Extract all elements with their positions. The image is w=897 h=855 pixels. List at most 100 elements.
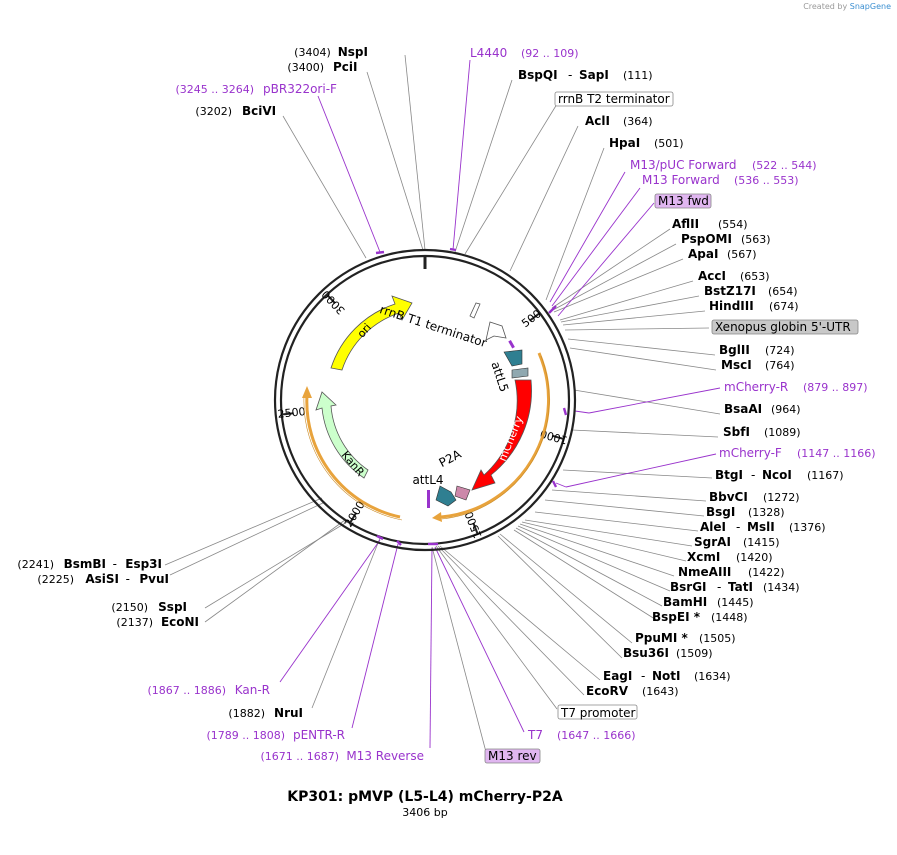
feature-xenopus-utr: [511, 367, 529, 379]
tick-mark-2500: [281, 412, 294, 416]
tick-mark-1500: [472, 522, 479, 535]
label-box-m13-rev: [484, 748, 541, 764]
primer-binding-marks: [375, 247, 568, 546]
label-alei: AleI: [700, 520, 726, 534]
label-noti-pos: (1634): [694, 670, 731, 683]
label-acli-pos: (364): [623, 115, 653, 128]
feature-label-attl4: attL4: [412, 473, 443, 487]
label-m13puc-pos: (522 .. 544): [752, 159, 817, 172]
label-mcherry-r: mCherry-R: [724, 380, 788, 394]
plasmid-title: KP301: pMVP (L5-L4) mCherry-P2A: [287, 789, 563, 805]
svg-text:-: -: [568, 68, 572, 82]
label-bsrgi: BsrGI: [670, 580, 707, 594]
svg-text:-: -: [736, 520, 740, 534]
plasmid-size: 3406 bp: [402, 806, 448, 819]
label-nmeaiii: NmeAIII: [678, 565, 731, 579]
label-ncoi-pos: (1167): [807, 469, 844, 482]
label-ppumi: PpuMI *: [635, 631, 689, 645]
label-asisi-pos: (2225): [37, 573, 74, 586]
label-m13-fwd: M13 fwd: [658, 194, 709, 208]
label-aflii-pos: (554): [718, 218, 748, 231]
label-bsu36i: Bsu36I: [623, 646, 669, 660]
label-m13-forward-pos: (536 .. 553): [734, 174, 799, 187]
label-econi: EcoNI: [161, 615, 199, 629]
label-msci: MscI: [721, 358, 752, 372]
label-bsu36i-pos: (1509): [676, 647, 713, 660]
orf-arc-mcherry: [440, 352, 550, 519]
label-mcherry-f: mCherry-F: [719, 446, 782, 460]
label-t7-promoter: T7 promoter: [560, 706, 636, 720]
feature-p2a: [454, 485, 471, 501]
enzyme-leader-lines: [164, 54, 721, 753]
label-msci-pos: (764): [765, 359, 795, 372]
backbone-outer-ring: [273, 248, 577, 552]
snapgene-credit: Created by SnapGene: [803, 2, 891, 11]
label-aflii: AflII: [672, 217, 699, 231]
label-pspomi-pos: (563): [741, 233, 771, 246]
svg-text:-: -: [126, 572, 130, 586]
label-bsmbi-pos: (2241): [17, 558, 54, 571]
label-sgrai-pos: (1415): [743, 536, 780, 549]
label-acli: AclI: [585, 114, 610, 128]
feature-rrnb-t2-arrow: [469, 302, 481, 319]
tick-label-3000: 3000: [319, 288, 348, 317]
svg-text:-: -: [717, 580, 721, 594]
label-xenopus-utr: Xenopus globin 5'-UTR: [715, 320, 851, 334]
label-hindiii-pos: (674): [769, 300, 799, 313]
label-box-t7-promoter: [557, 704, 638, 720]
label-sbfi: SbfI: [723, 425, 750, 439]
label-m13-forward: M13 Forward: [642, 173, 720, 187]
label-pbr322ori-f: pBR322ori-F: [263, 82, 337, 96]
label-l4440: L4440: [470, 46, 507, 60]
tick-label-2500: 2500: [277, 405, 306, 421]
label-esp3i: Esp3I: [125, 557, 162, 571]
label-eagi: EagI: [603, 669, 632, 683]
label-msli: MslI: [747, 520, 775, 534]
label-asisi: AsiSI: [85, 572, 119, 586]
label-ppumi-pos: (1505): [699, 632, 736, 645]
label-m13-reverse-pos: (1671 .. 1687): [260, 750, 339, 763]
label-pentr-r-pos: (1789 .. 1808): [206, 729, 285, 742]
feature-attl4-arrow: [435, 485, 457, 507]
label-ecorv: EcoRV: [586, 684, 629, 698]
label-m13-rev: M13 rev: [488, 749, 537, 763]
label-nrui-pos: (1882): [228, 707, 265, 720]
label-msli-pos: (1376): [789, 521, 826, 534]
label-bspei-pos: (1448): [711, 611, 748, 624]
orf-arc-kanr-arrowhead: [302, 386, 312, 398]
label-bcivi: BciVI: [242, 104, 276, 118]
site-labels: (3404)NspI (3400) PciI (3245 .. 3264) pB…: [17, 45, 875, 763]
tick-mark-2000: [349, 512, 358, 524]
label-bspei: BspEI *: [652, 610, 701, 624]
label-tati-pos: (1434): [763, 581, 800, 594]
label-bsgi-pos: (1328): [748, 506, 785, 519]
feature-mcherry: [471, 379, 532, 491]
label-nrui: NruI: [274, 706, 303, 720]
label-btgi: BtgI: [715, 468, 743, 482]
feature-label-rrnb-t1: rrnB T1 terminator: [378, 302, 489, 350]
label-bbvci: BbvCI: [709, 490, 748, 504]
label-t7-pos: (1647 .. 1666): [557, 729, 636, 742]
label-bspqi: BspQI: [518, 68, 558, 82]
label-box-m13-fwd: [654, 193, 712, 209]
label-apai-pos: (567): [727, 248, 757, 261]
label-pentr-r: pENTR-R: [293, 728, 345, 742]
label-bsmbi: BsmBI: [64, 557, 106, 571]
label-bamhi: BamHI: [663, 595, 707, 609]
label-kan-r-pos: (1867 .. 1886): [147, 684, 226, 697]
label-sgrai: SgrAI: [694, 535, 731, 549]
label-sspi-pos: (2150): [111, 601, 148, 614]
label-l4440-pos: (92 .. 109): [521, 47, 579, 60]
label-sbfi-pos: (1089): [764, 426, 801, 439]
feature-rrnb-t1-arrow: [485, 321, 507, 341]
label-xcmi-pos: (1420): [736, 551, 773, 564]
label-tati: TatI: [728, 580, 753, 594]
label-nmeaiii-pos: (1422): [748, 566, 785, 579]
feature-label-p2a: P2A: [437, 447, 465, 471]
label-bsaai-pos: (964): [771, 403, 801, 416]
svg-text:-: -: [751, 468, 755, 482]
label-acci: AccI: [698, 269, 726, 283]
feature-label-mcherry: mCherry: [496, 414, 526, 463]
label-bamhi-pos: (1445): [717, 596, 754, 609]
